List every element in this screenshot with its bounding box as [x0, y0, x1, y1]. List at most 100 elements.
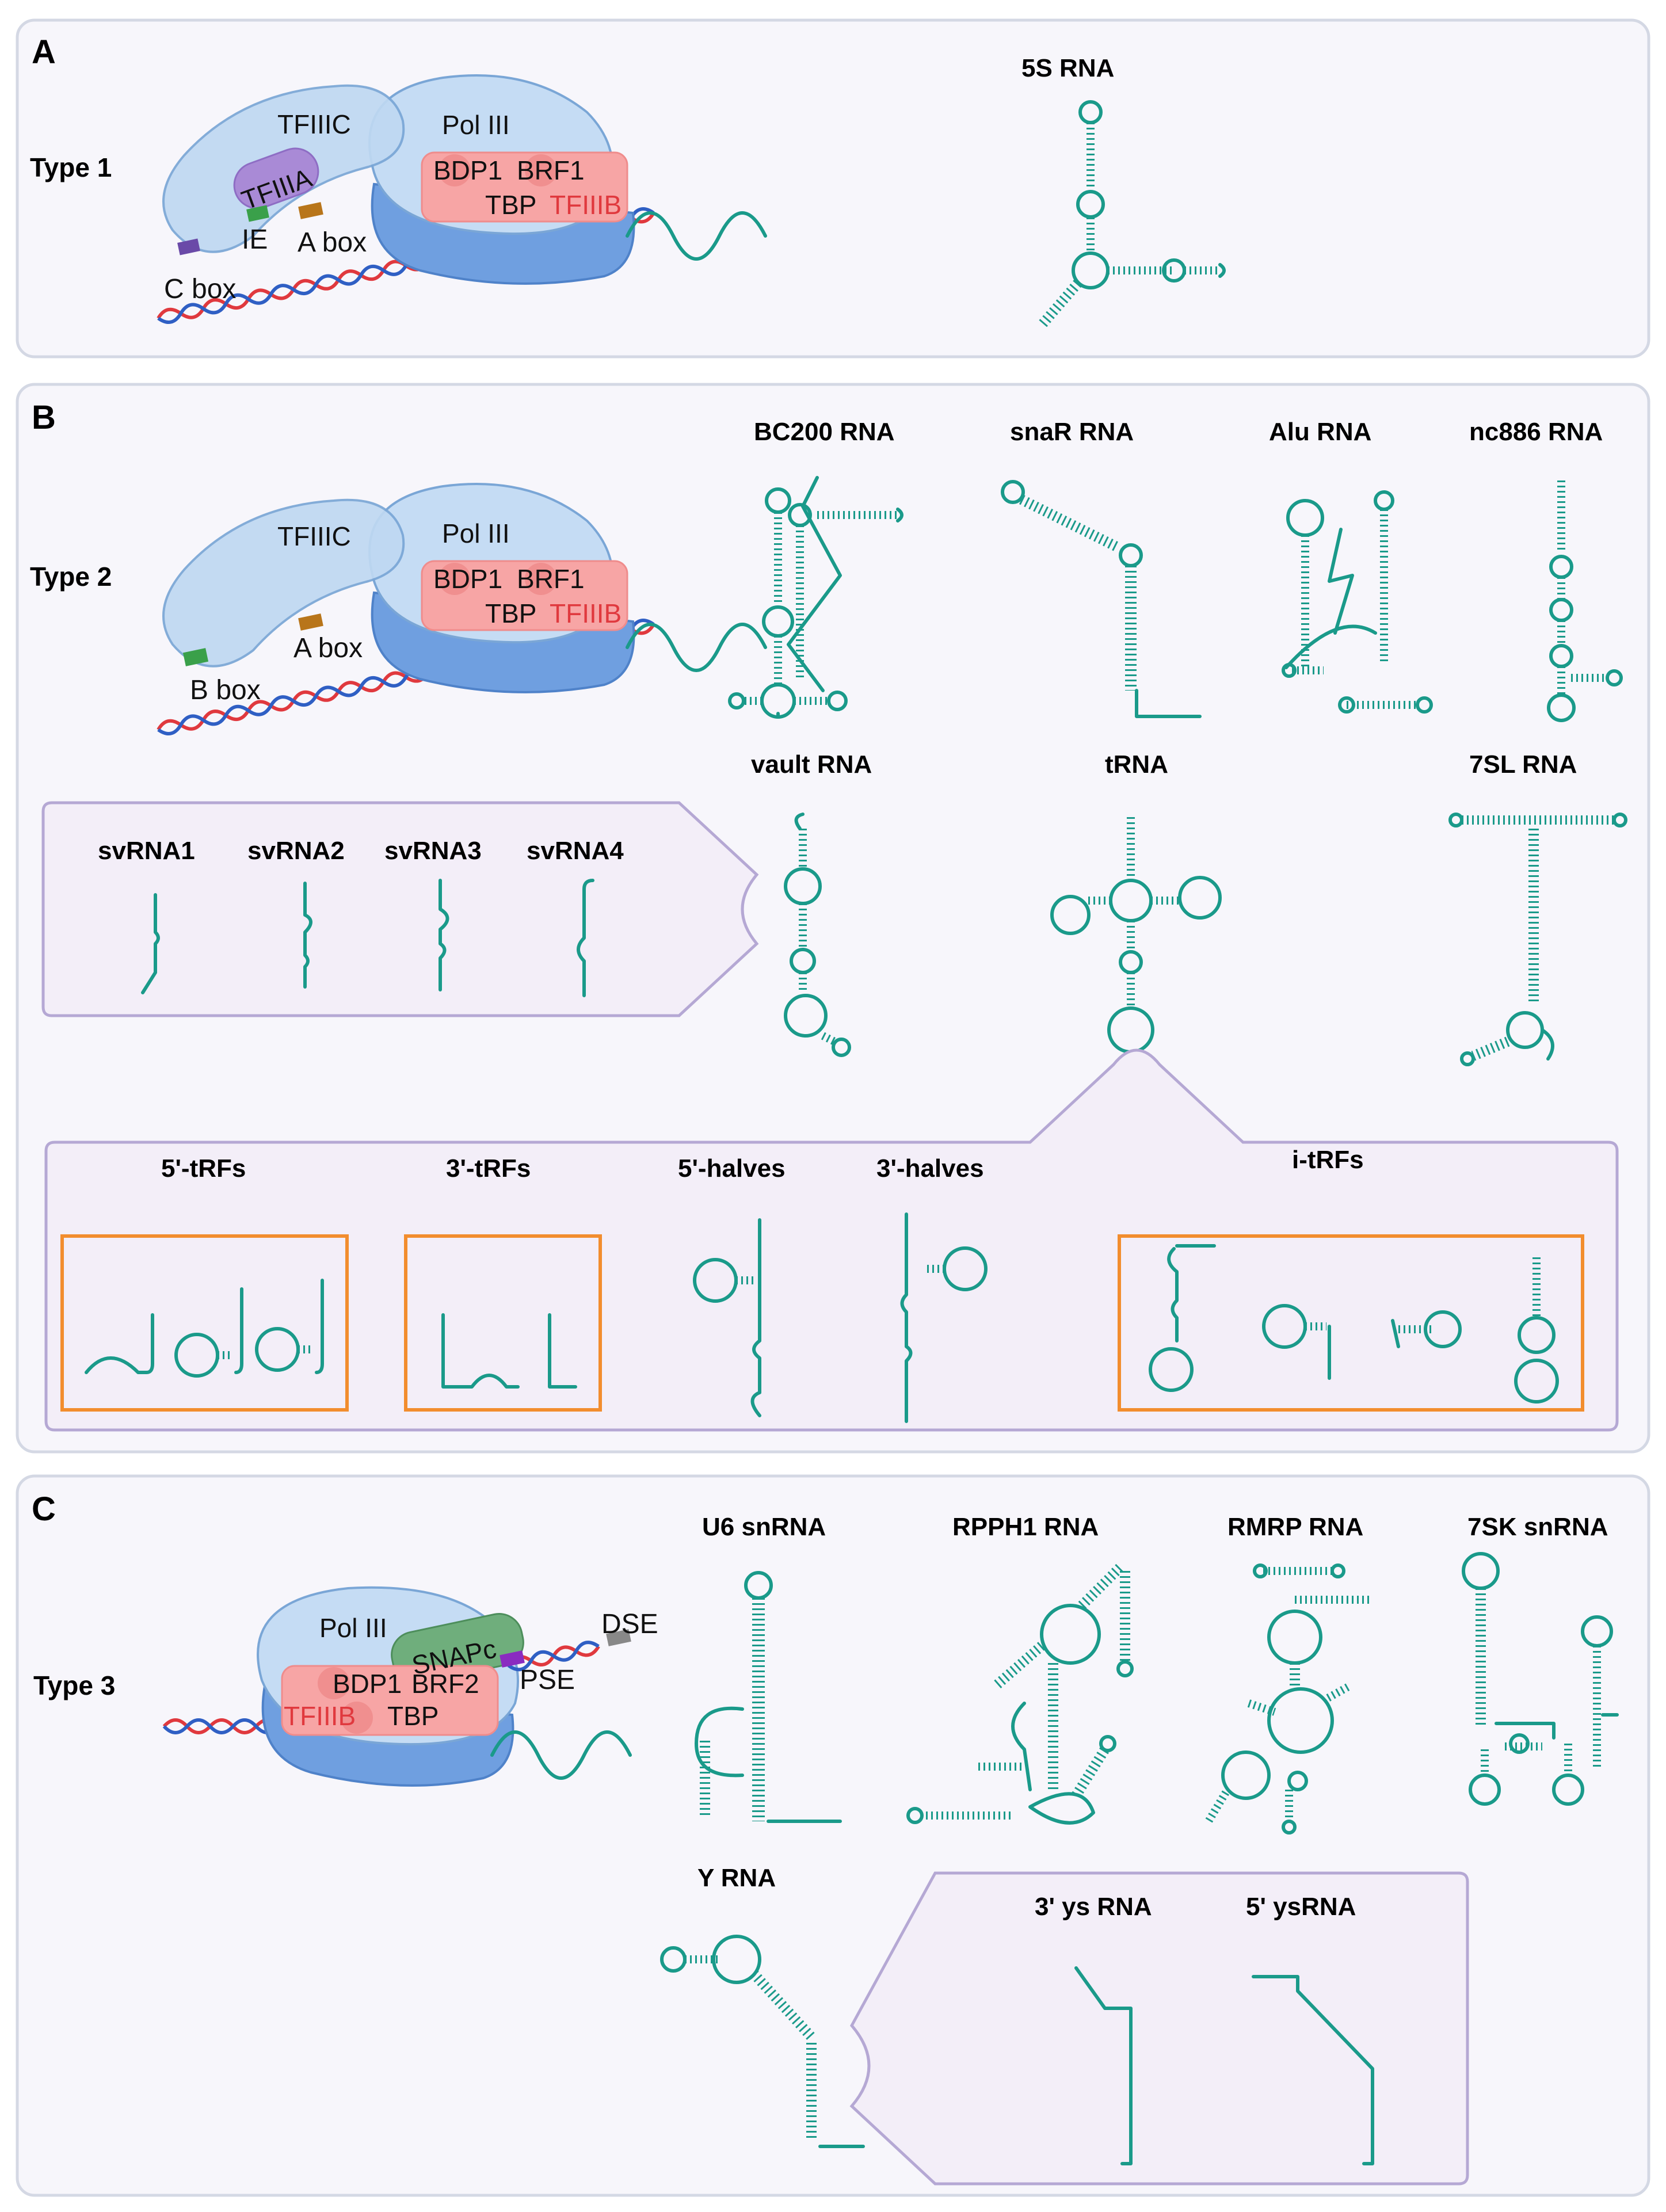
itrf-fragments	[1149, 1244, 1559, 1404]
bdp1-label: BDP1	[433, 564, 502, 594]
alu-structure	[1282, 490, 1433, 714]
svrna1-label: svRNA1	[98, 837, 195, 865]
rna-label-u6: U6 snRNA	[702, 1513, 826, 1541]
rna-label-7sk: 7SK snRNA	[1467, 1513, 1608, 1541]
bdp1-label: BDP1	[433, 155, 502, 185]
tbp-label: TBP	[485, 598, 536, 628]
itrf-label: i-tRFs	[1292, 1146, 1364, 1174]
rna-label-trna: tRNA	[1105, 750, 1168, 779]
ysrna3-fragment	[1074, 1966, 1133, 2165]
tbp-label: TBP	[485, 190, 536, 220]
vault-structure	[784, 813, 851, 1057]
ysrna3-label: 3' ys RNA	[1035, 1893, 1152, 1921]
pol-label: Pol III	[442, 110, 510, 140]
bdp1-blob	[439, 154, 471, 186]
ysrna5-label: 5' ysRNA	[1246, 1893, 1356, 1921]
pse-label: PSE	[520, 1665, 575, 1695]
b-box-label: B box	[190, 675, 261, 705]
itrf-highlight-box	[1118, 1234, 1584, 1412]
panel-a-letter: A	[32, 33, 56, 71]
tfiiib-box	[421, 560, 628, 631]
svrna3-label: svRNA3	[384, 837, 482, 865]
dse-mark	[606, 1629, 631, 1646]
tfiiib-box	[421, 151, 628, 223]
svrna4-fragment	[577, 879, 594, 997]
tfiiic-label: TFIIIC	[277, 109, 351, 139]
tfiiib-label: TFIIIB	[550, 190, 622, 220]
svrna-subpanel	[41, 801, 759, 1017]
panel-b-type: Type 2	[30, 562, 112, 592]
svrna2-fragment	[303, 882, 312, 989]
c-box-mark	[177, 238, 200, 255]
tfiiib-label: TFIIIB	[284, 1701, 356, 1731]
trna-structure	[1050, 817, 1222, 1054]
brf-label: BRF2	[411, 1669, 479, 1699]
trf5-highlight-box	[60, 1234, 349, 1412]
7sk-structure	[1462, 1552, 1619, 1806]
half5-label: 5'-halves	[678, 1154, 786, 1183]
rna-label-bc200: BC200 RNA	[754, 418, 895, 446]
trf5-label: 5'-tRFs	[161, 1154, 246, 1183]
bdp1-label: BDP1	[333, 1669, 402, 1699]
panel-c-letter: C	[32, 1490, 56, 1528]
u6-structure	[695, 1571, 842, 1823]
brf-label: BRF1	[517, 155, 585, 185]
type2-complex: TFIIIC Pol III BDP1 BRF1 TBP TFIIIB A bo…	[157, 483, 767, 735]
trf5-fragment	[174, 1279, 324, 1378]
a-box-mark	[298, 202, 323, 219]
tbp-label: TBP	[387, 1701, 439, 1731]
y-rna-structure	[660, 1935, 865, 2148]
bdp1-blob	[318, 1667, 350, 1699]
panel-a-type: Type 1	[30, 152, 112, 182]
svrna1-fragment	[141, 893, 160, 994]
half3-fragment	[900, 1212, 988, 1423]
snar-structure	[1001, 480, 1202, 718]
brf-label: BRF1	[517, 564, 585, 594]
bdp1-blob	[439, 563, 471, 595]
b-box-mark	[182, 648, 209, 666]
pol-label: Pol III	[319, 1613, 387, 1643]
svrna3-fragment	[439, 879, 449, 991]
rna-label-alu: Alu RNA	[1269, 418, 1371, 446]
rna-label-7sl: 7SL RNA	[1469, 750, 1577, 779]
trf-subpanel	[44, 1048, 1619, 1432]
half5-fragment	[693, 1218, 761, 1417]
tfiiia-shape	[233, 147, 319, 209]
ie-mark	[246, 205, 269, 222]
c-box-label: C box	[164, 274, 236, 304]
bc200-structure	[728, 476, 903, 719]
trf3-fragment	[548, 1313, 577, 1389]
type1-complex: TFIIIC TFIIIA Pol III BDP1 BRF1 TBP TFII…	[157, 74, 767, 324]
tfiiib-label: TFIIIB	[550, 598, 622, 628]
trf3-fragment	[441, 1313, 520, 1389]
pse-mark	[500, 1650, 525, 1668]
5s-rna-structure	[1038, 100, 1226, 329]
tbp-blob	[341, 1702, 373, 1734]
a-box-mark	[298, 613, 323, 631]
rna-label-rmrp: RMRP RNA	[1227, 1513, 1363, 1541]
dna-strand-icon	[507, 1641, 600, 1672]
panel-c-type: Type 3	[33, 1671, 115, 1700]
rna-label-snar: snaR RNA	[1010, 418, 1134, 446]
svrna4-label: svRNA4	[527, 837, 624, 865]
transcript-icon	[626, 211, 767, 261]
trf3-highlight-box	[404, 1234, 602, 1412]
brf1-blob	[525, 563, 557, 595]
brf1-blob	[525, 154, 557, 186]
tfiiic-label: TFIIIC	[277, 521, 351, 551]
rna-label-nc886: nc886 RNA	[1469, 418, 1603, 446]
nc886-structure	[1547, 480, 1623, 722]
panel-b-letter: B	[32, 399, 56, 436]
svrna2-label: svRNA2	[247, 837, 345, 865]
rna-label-vault: vault RNA	[751, 750, 872, 779]
half3-label: 3'-halves	[876, 1154, 984, 1183]
ysrna5-fragment	[1252, 1975, 1374, 2165]
transcript-icon	[626, 623, 767, 672]
rna-label-5s: 5S RNA	[1021, 54, 1114, 82]
rna-label-y: Y RNA	[697, 1864, 776, 1892]
7sl-structure	[1448, 813, 1627, 1066]
type3-complex: Pol III SNAPc BDP1 BRF2 TFIIIB TBP PSE D…	[162, 1586, 658, 1787]
dse-label: DSE	[601, 1609, 658, 1639]
ie-label: IE	[242, 224, 268, 255]
